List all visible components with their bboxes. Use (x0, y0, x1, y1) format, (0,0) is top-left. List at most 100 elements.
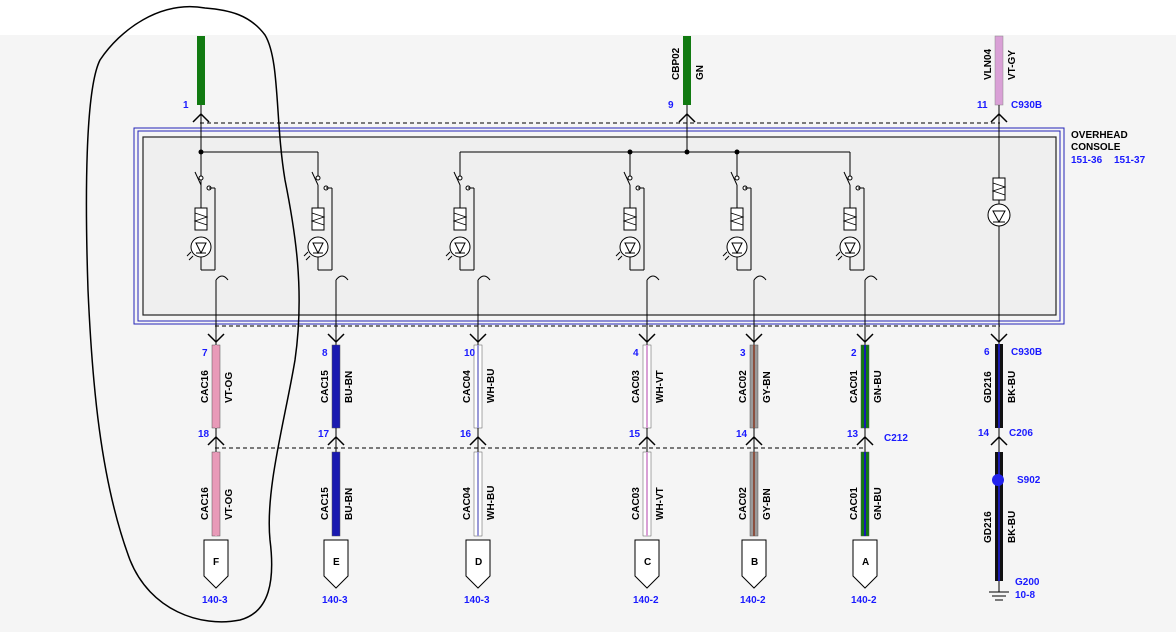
top-wire-11-circuit: VLN04 (983, 48, 994, 80)
top-wire-11-body (994, 35, 1004, 106)
switch-contact (843, 171, 851, 186)
top-wire-1-pin: 1 (183, 100, 189, 111)
connector-E-shape (323, 539, 349, 589)
connector-letter: F (213, 557, 219, 568)
pin-bot-label: 13 (847, 429, 859, 440)
ground-color-upper: BK-BU (1007, 371, 1018, 403)
lamp-branch-3 (445, 166, 491, 326)
ground-pin-bot: 14 (978, 428, 990, 439)
top-wire-9: 9 CBP02 GN (668, 36, 706, 111)
pin-top-label: 3 (740, 348, 746, 359)
circuit-upper: CAC02 (738, 370, 749, 403)
circuit-lower: CAC01 (849, 487, 860, 520)
circuit-upper: CAC01 (849, 370, 860, 403)
lamp-branch-6 (835, 166, 878, 326)
top-wire-11-pin: 11 (977, 100, 988, 111)
pin-top-label: 2 (851, 348, 857, 359)
connector-ref: 140-3 (202, 595, 228, 606)
connector-letter: E (333, 557, 340, 568)
ground-color-lower: BK-BU (1007, 511, 1018, 543)
top-wire-1-body (197, 36, 205, 105)
ground-connector-bot: C206 (1009, 428, 1033, 439)
pin-bot-label: 18 (198, 429, 210, 440)
connector-ref: 140-2 (633, 595, 659, 606)
ground-circuit-lower: GD216 (983, 511, 994, 543)
circuit-lower: CAC04 (462, 487, 473, 520)
module-ref-a: 151-36 (1071, 155, 1103, 166)
lamp-branch-2 (303, 166, 349, 326)
pin-bot-label: 16 (460, 429, 472, 440)
color-code-upper: BU-BN (344, 371, 355, 403)
switch-contact (194, 171, 202, 186)
color-code-lower: BU-BN (344, 488, 355, 520)
pin-bot-label: 14 (736, 429, 748, 440)
lamp-switch-branches (186, 166, 878, 326)
circuit-lower: CAC16 (200, 487, 211, 520)
color-code-upper: GN-BU (873, 370, 884, 403)
module-body (142, 136, 1057, 316)
connector-ref: 140-3 (464, 595, 490, 606)
pin-top-label: 8 (322, 348, 328, 359)
color-code-lower: VT-OG (224, 489, 235, 520)
pin-top-label: 7 (202, 348, 208, 359)
mid-connector-label: C212 (884, 433, 908, 444)
top-wire-11-color: VT-GY (1007, 50, 1018, 80)
annotation-circle (85, 6, 300, 623)
connector-D-shape (465, 539, 491, 589)
switch-contact (623, 171, 631, 186)
module-name-line2: CONSOLE (1071, 142, 1121, 153)
junction-dots (198, 149, 740, 155)
diagram-background (0, 35, 1176, 632)
lamp-branch-4 (615, 166, 660, 326)
lamp-branch-1 (186, 166, 229, 326)
connector-ref: 140-2 (851, 595, 877, 606)
top-wire-9-pin: 9 (668, 100, 674, 111)
circuit-upper: CAC16 (200, 370, 211, 403)
ground-ref: 10-8 (1015, 590, 1035, 601)
switch-contact (453, 171, 461, 186)
circuit-upper: CAC04 (462, 370, 473, 403)
ground-circuit-upper: GD216 (983, 371, 994, 403)
color-code-upper: VT-OG (224, 372, 235, 403)
connector-A-shape (852, 539, 878, 589)
circuit-upper: CAC03 (631, 370, 642, 403)
color-code-upper: WH-BU (486, 369, 497, 403)
pin-bot-label: 15 (629, 429, 641, 440)
splice-dot (992, 474, 1004, 486)
connector-F-shape (203, 539, 229, 589)
module-outer-border (133, 127, 1065, 325)
top-wire-9-circuit: CBP02 (671, 47, 682, 80)
color-code-lower: GN-BU (873, 487, 884, 520)
switch-contact (311, 171, 319, 186)
color-code-lower: WH-VT (655, 487, 666, 520)
color-code-lower: GY-BN (762, 488, 773, 520)
connector-letter: B (751, 557, 758, 568)
pin-top-label: 10 (464, 348, 476, 359)
color-code-upper: WH-VT (655, 370, 666, 403)
connector-letter: D (475, 557, 482, 568)
module-name-line1: OVERHEAD (1071, 130, 1128, 141)
connector-C-shape (634, 539, 660, 589)
connector-B-shape (741, 539, 767, 589)
connector-ref: 140-3 (322, 595, 348, 606)
top-wire-1: 1 (183, 36, 205, 111)
ground-label: G200 (1015, 577, 1040, 588)
connector-letter: C (644, 557, 651, 568)
splice-label: S902 (1017, 475, 1041, 486)
color-code-lower: WH-BU (486, 486, 497, 520)
switch-contact (730, 171, 738, 186)
module-inner-border (137, 130, 1061, 322)
top-wire-9-body (683, 36, 691, 105)
circuit-lower: CAC02 (738, 487, 749, 520)
pin-bot-label: 17 (318, 429, 330, 440)
top-connector-label: C930B (1011, 100, 1042, 111)
color-code-upper: GY-BN (762, 371, 773, 403)
